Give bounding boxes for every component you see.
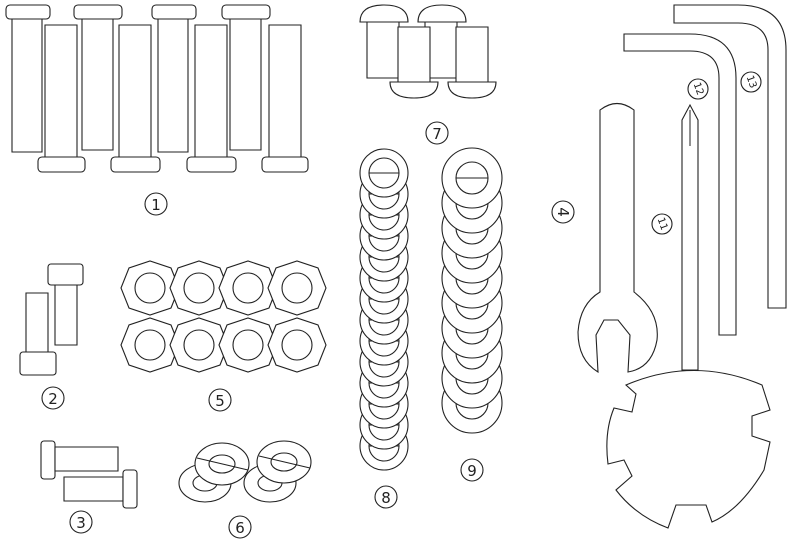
part-6-lock-washers bbox=[179, 441, 311, 502]
label-13-text: 13 bbox=[744, 74, 759, 90]
part-11-tool bbox=[607, 105, 770, 528]
lock-washer bbox=[195, 443, 249, 485]
part-1-long-bolts bbox=[6, 5, 308, 172]
label-12-text: 12 bbox=[691, 81, 706, 97]
label-2: 2 bbox=[42, 387, 64, 409]
bolt-1f bbox=[111, 25, 160, 172]
label-12: 12 bbox=[688, 79, 708, 99]
hex-nut bbox=[268, 318, 326, 372]
label-2-text: 2 bbox=[48, 390, 58, 408]
bolt-1d bbox=[222, 5, 270, 150]
small-washer bbox=[360, 149, 408, 197]
part-5-hex-nuts bbox=[121, 261, 326, 372]
bolt-1a bbox=[6, 5, 50, 152]
label-7: 7 bbox=[426, 122, 448, 144]
label-4-text: 4 bbox=[554, 207, 572, 217]
large-washer bbox=[442, 148, 502, 208]
part-7-button-bolts bbox=[360, 5, 496, 98]
part-3-short-bolts bbox=[41, 441, 137, 508]
label-1: 1 bbox=[145, 193, 167, 215]
label-11-text: 11 bbox=[655, 216, 670, 232]
label-9-text: 9 bbox=[467, 462, 477, 480]
label-6-text: 6 bbox=[235, 519, 245, 537]
hex-nut bbox=[170, 318, 228, 372]
label-6: 6 bbox=[229, 516, 251, 538]
label-8-text: 8 bbox=[381, 489, 391, 507]
part-9-large-washer-stack bbox=[442, 148, 502, 433]
label-3-text: 3 bbox=[76, 514, 86, 532]
label-11: 11 bbox=[652, 214, 672, 234]
hex-nut bbox=[219, 318, 277, 372]
hex-nut bbox=[170, 261, 228, 315]
hex-nut bbox=[268, 261, 326, 315]
part-13-long-allen-key bbox=[674, 5, 786, 308]
label-5-text: 5 bbox=[215, 392, 225, 410]
label-4: 4 bbox=[552, 201, 574, 223]
hex-nut bbox=[121, 261, 179, 315]
bolt-1e bbox=[38, 25, 85, 172]
part-12-short-allen-key bbox=[624, 34, 736, 335]
hex-nut bbox=[219, 261, 277, 315]
part-4-wrench bbox=[578, 104, 657, 373]
bolt-1b bbox=[74, 5, 122, 150]
part-2-cap-screws bbox=[20, 264, 83, 375]
bolt-1h bbox=[262, 25, 308, 172]
label-3: 3 bbox=[70, 511, 92, 533]
bolt-1c bbox=[152, 5, 196, 152]
label-7-text: 7 bbox=[432, 125, 442, 143]
lock-washer bbox=[257, 441, 311, 483]
part-8-small-washer-stack bbox=[360, 149, 408, 470]
label-9: 9 bbox=[461, 459, 483, 481]
bolt-1g bbox=[187, 25, 236, 172]
label-8: 8 bbox=[375, 486, 397, 508]
label-1-text: 1 bbox=[151, 196, 161, 214]
label-13: 13 bbox=[741, 72, 761, 92]
label-5: 5 bbox=[209, 389, 231, 411]
